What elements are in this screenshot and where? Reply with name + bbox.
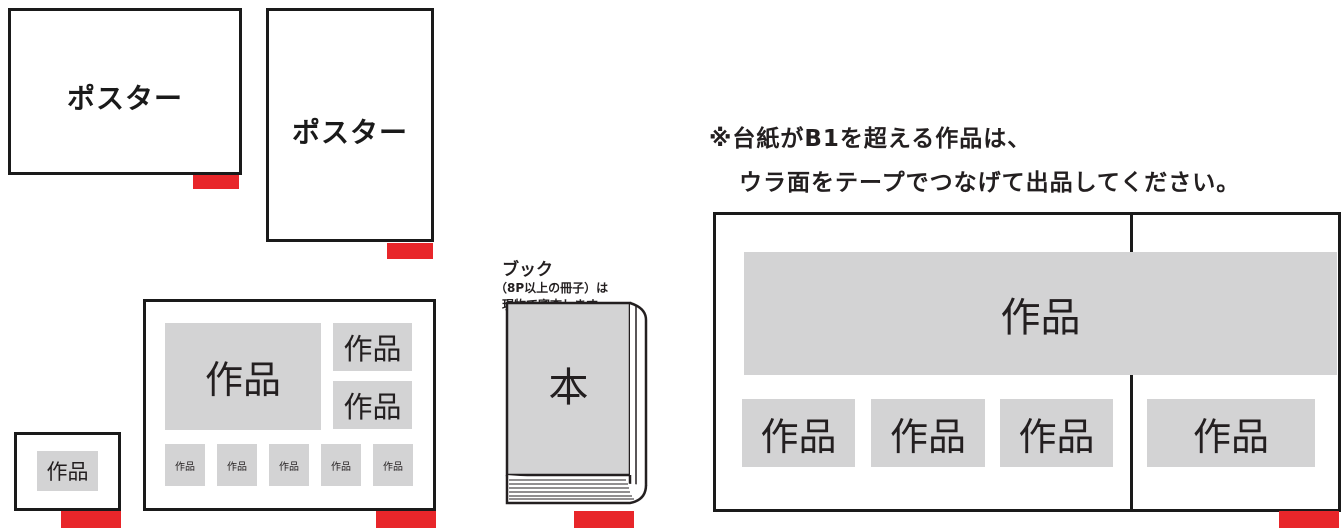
entry-tag [387, 243, 433, 259]
work-placeholder: 作品 [37, 451, 98, 491]
work-placeholder-mini: 作品 [165, 444, 205, 486]
book-illustration [505, 301, 648, 505]
work-placeholder: 作品 [744, 252, 1337, 375]
entry-tag [61, 511, 121, 528]
book-cover-text: 本 [548, 365, 589, 411]
work-placeholder-mini: 作品 [217, 444, 257, 486]
poster-frame-portrait: ポスター [266, 8, 434, 242]
mount-join-line [1130, 375, 1133, 512]
entry-tag [376, 511, 436, 528]
book-caption-line: （8P以上の冊子）は [495, 281, 609, 295]
work-placeholder-mini: 作品 [269, 444, 309, 486]
note-line-2: ウラ面をテープでつなげて出品してください。 [739, 170, 1241, 196]
work-placeholder: 作品 [333, 323, 412, 371]
work-placeholder: 作品 [165, 323, 321, 430]
book-caption-title: ブック [502, 260, 553, 280]
work-placeholder: 作品 [871, 399, 985, 467]
poster-label: ポスター [66, 82, 183, 115]
small-frame [14, 432, 121, 511]
work-placeholder: 作品 [1147, 399, 1315, 467]
work-placeholder: 作品 [1000, 399, 1113, 467]
work-placeholder: 作品 [742, 399, 855, 467]
entry-tag [574, 511, 634, 528]
note-line-1: ※台紙がB1を超える作品は、 [709, 126, 1032, 152]
book-spine [628, 301, 648, 497]
work-placeholder-mini: 作品 [321, 444, 361, 486]
entry-tag [1279, 511, 1339, 528]
work-placeholder: 作品 [333, 381, 412, 429]
work-placeholder-mini: 作品 [373, 444, 413, 486]
entry-tag [193, 175, 239, 189]
poster-label: ポスター [291, 116, 408, 149]
poster-frame-landscape: ポスター [8, 8, 242, 175]
mount-join-line [1130, 212, 1133, 252]
